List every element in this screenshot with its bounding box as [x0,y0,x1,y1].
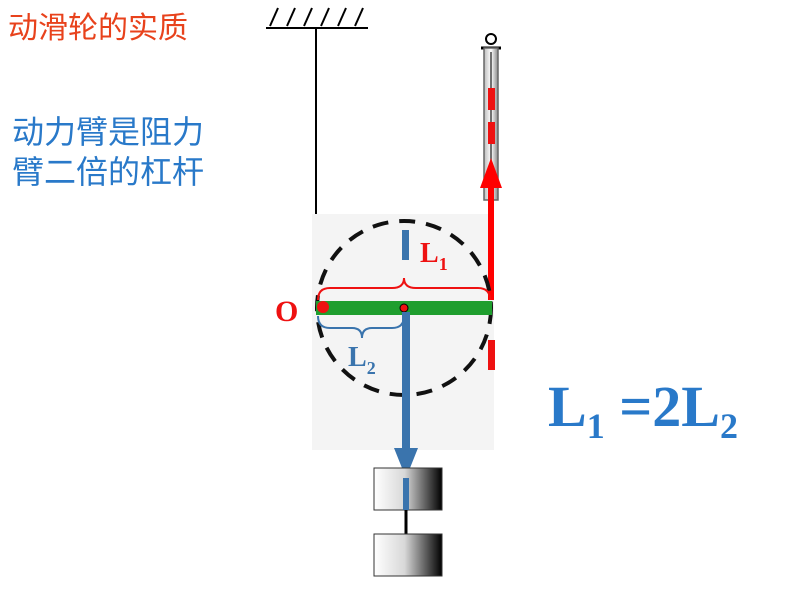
formula: L1 =2L2 [548,378,738,446]
formula-l1-letter: L [548,374,587,439]
ceiling-support [266,7,368,29]
hanging-weights [373,467,443,577]
formula-l1-sub: 1 [586,406,605,446]
l2-subscript: 2 [367,358,376,378]
formula-eq: =2L [604,374,720,439]
description: 动力臂是阻力 臂二倍的杠杆 [12,112,262,192]
pivot-point [317,301,329,313]
center-point [399,303,409,313]
resistance-arrow [394,312,418,478]
l2-brace [317,315,405,339]
l2-letter: L [348,342,367,373]
center-line-dash [402,230,409,260]
l1-letter: L [420,238,439,269]
description-line-2: 臂二倍的杠杆 [12,153,205,191]
slide-title: 动滑轮的实质 [8,11,188,46]
effort-arrow [480,158,502,300]
l1-subscript: 1 [439,254,448,274]
pivot-label: O [275,295,298,328]
effort-line-dashes [488,88,495,370]
l1-label: L1 [420,238,448,274]
description-line-1: 动力臂是阻力 [12,113,205,151]
l2-label: L2 [348,342,376,378]
formula-l2-sub: 2 [719,406,738,446]
l1-brace [317,277,491,301]
